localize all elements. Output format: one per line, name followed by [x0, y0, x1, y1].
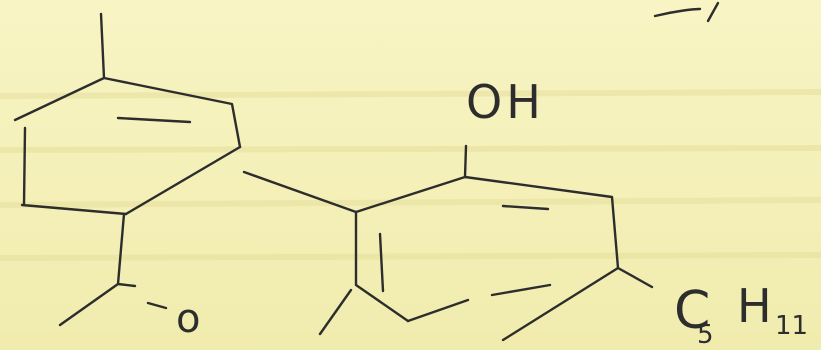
side-chain-carbon-label: C	[674, 281, 710, 341]
right-ring	[354, 144, 654, 342]
middle-ring-outline	[124, 145, 410, 336]
side-chain-carbon-subscript: 5	[697, 320, 714, 350]
ring-oxygen-label: o	[176, 296, 200, 342]
middle-ring	[58, 145, 410, 336]
methyl-bond-top	[99, 12, 106, 80]
side-chain-hydrogen-label: H	[737, 279, 772, 333]
texture-line	[0, 252, 821, 261]
left-ring-outline	[13, 76, 242, 216]
side-chain-hydrogen-subscript: 11	[775, 311, 808, 341]
right-ring-outline	[354, 175, 620, 342]
oxygen-bond	[146, 301, 168, 310]
right-ring-inner-bond-top	[501, 204, 550, 211]
texture-line	[0, 197, 821, 208]
stray-stroke-top-right	[653, 1, 720, 23]
side-chain-bond	[616, 266, 654, 289]
left-ring-inner-bond	[116, 116, 192, 124]
side-chain-formula: C 5 H 11	[674, 279, 808, 350]
texture-line	[0, 145, 821, 153]
texture-line	[0, 89, 821, 99]
right-ring-inner-bond-bottom	[490, 283, 552, 297]
left-ring	[13, 76, 242, 216]
hydroxyl-bond	[463, 144, 468, 179]
right-ring-inner-bond-left	[378, 232, 385, 293]
paper-texture	[0, 89, 821, 261]
middle-ring-lower-left	[58, 212, 137, 327]
hydroxyl-label: OH	[466, 75, 545, 129]
